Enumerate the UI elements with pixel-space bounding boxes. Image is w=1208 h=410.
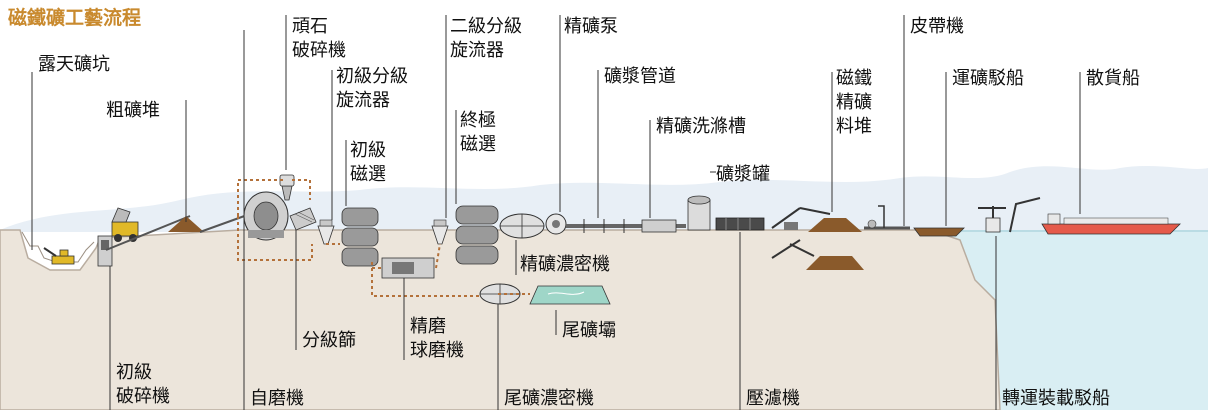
label-open-pit: 露天礦坑 [38, 54, 110, 75]
primary-crusher-icon [97, 235, 113, 267]
label-primary-crusher-l1: 初級 [116, 362, 152, 383]
label-tailings-dam: 尾礦壩 [562, 320, 616, 341]
concentrate-thickener-icon [499, 213, 545, 239]
excavator-icon [43, 247, 75, 265]
tailings-dam-icon [529, 285, 611, 305]
label-concentrate-pump: 精礦泵 [564, 16, 618, 37]
label-concentrate-wash-tank: 精礦洗滌槽 [656, 116, 746, 137]
label-magnetite-stockpile-l2: 精礦 [836, 92, 872, 113]
label-filter-press: 壓濾機 [746, 388, 800, 409]
transshipment-crane-icon [978, 197, 1041, 233]
label-final-mag-sep-l2: 磁選 [460, 134, 496, 155]
label-slurry-tank: 礦漿罐 [716, 164, 770, 185]
primary-mag-separator-icon [341, 207, 379, 267]
label-final-mag-sep-l1: 終極 [460, 110, 496, 131]
label-slurry-pipeline: 礦漿管道 [604, 66, 676, 87]
label-ore-barge: 運礦駁船 [952, 68, 1024, 89]
label-ball-mill-l2: 球磨機 [410, 340, 464, 361]
belt-conveyor-icon [864, 205, 910, 230]
label-magnetite-stockpile-l3: 料堆 [836, 116, 872, 137]
leader-lines [31, 15, 1081, 410]
label-primary-cyclone-l2: 旋流器 [336, 90, 390, 111]
label-ball-mill-l1: 精磨 [410, 316, 446, 337]
ground [0, 229, 1001, 410]
label-secondary-cyclone-l1: 二級分級 [450, 16, 522, 37]
ball-mill-icon [381, 257, 435, 279]
secondary-cyclone-icon [431, 219, 449, 245]
label-secondary-cyclone-l2: 旋流器 [450, 40, 504, 61]
label-transshipment-barge: 轉運裝載駁船 [1002, 388, 1110, 409]
slurry-tank-icon [687, 195, 711, 231]
ag-mill-icon [243, 191, 289, 241]
classifying-screen-icon [289, 207, 317, 231]
magnetite-stockpile-lower [806, 256, 864, 270]
final-mag-separator-icon [455, 205, 499, 265]
label-pebble-crusher-l2: 破碎機 [292, 40, 346, 61]
crude-stockpile-icon [168, 216, 204, 232]
conveyor-belt [105, 215, 191, 251]
stacker-icon [771, 207, 831, 230]
filter-press-icon [715, 217, 765, 231]
label-primary-crusher-l2: 破碎機 [116, 386, 170, 407]
label-primary-mag-sep-l1: 初級 [350, 140, 386, 161]
label-primary-mag-sep-l2: 磁選 [350, 164, 386, 185]
label-classifying-screen: 分級篩 [302, 330, 356, 351]
label-ag-mill: 自磨機 [250, 388, 304, 409]
magnetite-stockpile-icon [808, 218, 862, 232]
pipeline-segments [583, 219, 625, 233]
label-pebble-crusher-l1: 頑石 [292, 16, 328, 37]
label-magnetite-stockpile-l1: 磁鐵 [836, 68, 872, 89]
label-belt-conveyor: 皮帶機 [910, 16, 964, 37]
diagram-title: 磁鐵礦工藝流程 [8, 6, 141, 29]
flow-arrows [237, 179, 530, 297]
ore-barge-icon [913, 227, 965, 237]
reclaimer-icon [771, 239, 815, 259]
pebble-crusher-icon [279, 174, 295, 201]
label-bulk-carrier: 散貨船 [1086, 68, 1140, 89]
concentrate-pump-icon [545, 213, 567, 235]
label-concentrate-thickener: 精礦濃密機 [520, 254, 610, 275]
label-primary-cyclone-l1: 初級分級 [336, 66, 408, 87]
open-pit [21, 231, 95, 263]
label-crude-stockpile: 粗礦堆 [106, 100, 160, 121]
wash-tank-icon [641, 219, 677, 233]
bulk-carrier-icon [1041, 213, 1181, 235]
conveyor-belt [199, 213, 251, 233]
label-tailings-thickener: 尾礦濃密機 [504, 388, 594, 409]
